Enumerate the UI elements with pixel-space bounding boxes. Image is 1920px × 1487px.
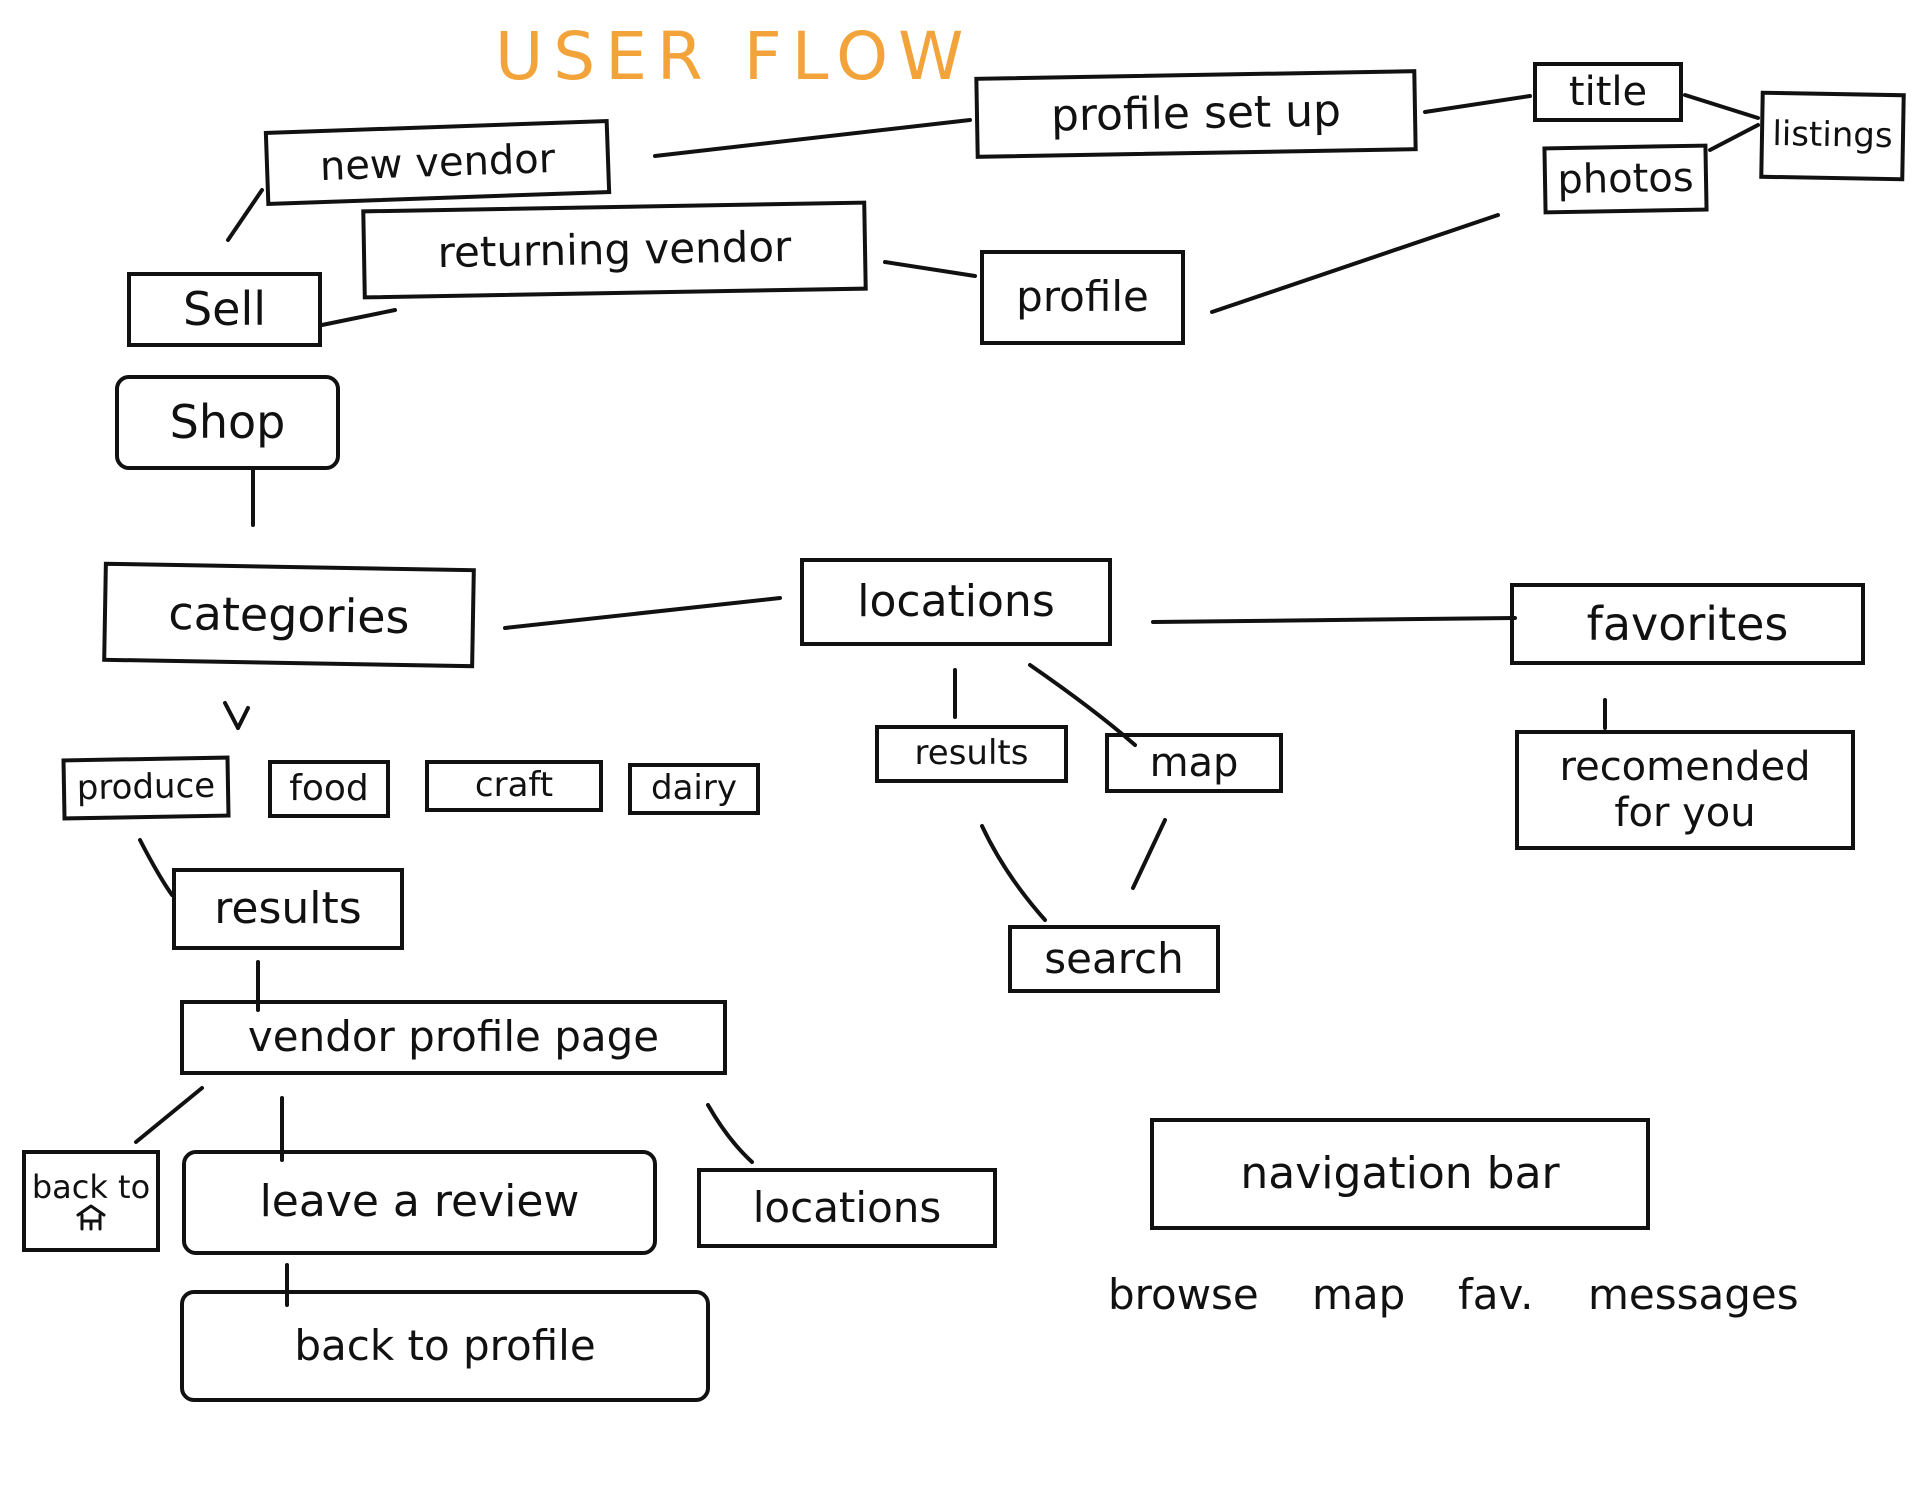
nav-item-map: map xyxy=(1312,1270,1406,1319)
diagram-title: USER FLOW xyxy=(495,18,974,95)
arrow-down-icon xyxy=(223,701,250,730)
node-locations: locations xyxy=(800,558,1112,646)
connector-map-search xyxy=(1131,818,1167,890)
connector-photos-listings xyxy=(1708,123,1760,152)
connector-locations-favorites xyxy=(1151,616,1517,624)
node-categories: categories xyxy=(102,561,476,669)
nav-item-browse: browse xyxy=(1108,1270,1259,1319)
connector-title-listings xyxy=(1683,93,1760,120)
node-new-vendor: new vendor xyxy=(263,119,612,206)
connector-sell-new-vendor xyxy=(226,188,264,242)
connector-produce-results xyxy=(138,838,174,897)
connector-categories-locations xyxy=(503,596,782,630)
back-to-home-label: back to xyxy=(31,1168,151,1206)
node-vendor-locations: locations xyxy=(697,1168,997,1248)
node-sell: Sell xyxy=(127,272,322,347)
connector-vendor-profile-back-home xyxy=(134,1086,204,1144)
connector-results-search xyxy=(980,824,1047,922)
node-photos: photos xyxy=(1542,143,1709,215)
connector-profile-photos xyxy=(1210,213,1500,314)
connector-vendor-profile-locations xyxy=(706,1103,754,1164)
connector-new-vendor-profile-setup xyxy=(653,118,972,158)
node-results-locations: results xyxy=(875,725,1068,783)
connector-returning-vendor-profile xyxy=(883,260,977,278)
node-profile-set-up: profile set up xyxy=(974,69,1418,159)
node-craft: craft xyxy=(425,760,603,812)
connector-sell-returning-vendor xyxy=(320,308,397,327)
node-dairy: dairy xyxy=(628,763,760,815)
nav-item-fav: fav. xyxy=(1458,1270,1534,1319)
home-icon xyxy=(76,1204,106,1231)
node-results-categories: results xyxy=(172,868,404,950)
connector-profile-setup-title xyxy=(1423,94,1532,114)
node-vendor-profile-page: vendor profile page xyxy=(180,1000,727,1075)
connector-locations-map xyxy=(1028,663,1137,747)
node-map: map xyxy=(1105,733,1283,793)
node-title: title xyxy=(1533,62,1683,122)
node-favorites: favorites xyxy=(1510,583,1865,665)
node-back-to-home: back to xyxy=(22,1150,160,1252)
node-leave-a-review: leave a review xyxy=(182,1150,657,1255)
node-shop: Shop xyxy=(115,375,340,470)
node-navigation-bar: navigation bar xyxy=(1150,1118,1650,1230)
node-profile: profile xyxy=(980,250,1185,345)
node-listings: listings xyxy=(1759,90,1906,182)
node-produce: produce xyxy=(61,755,231,821)
node-recommended-for-you: recomended for you xyxy=(1515,730,1855,850)
node-food: food xyxy=(268,760,390,818)
nav-item-messages: messages xyxy=(1588,1270,1799,1319)
node-search: search xyxy=(1008,925,1220,993)
node-returning-vendor: returning vendor xyxy=(361,200,868,300)
node-back-to-profile: back to profile xyxy=(180,1290,710,1402)
